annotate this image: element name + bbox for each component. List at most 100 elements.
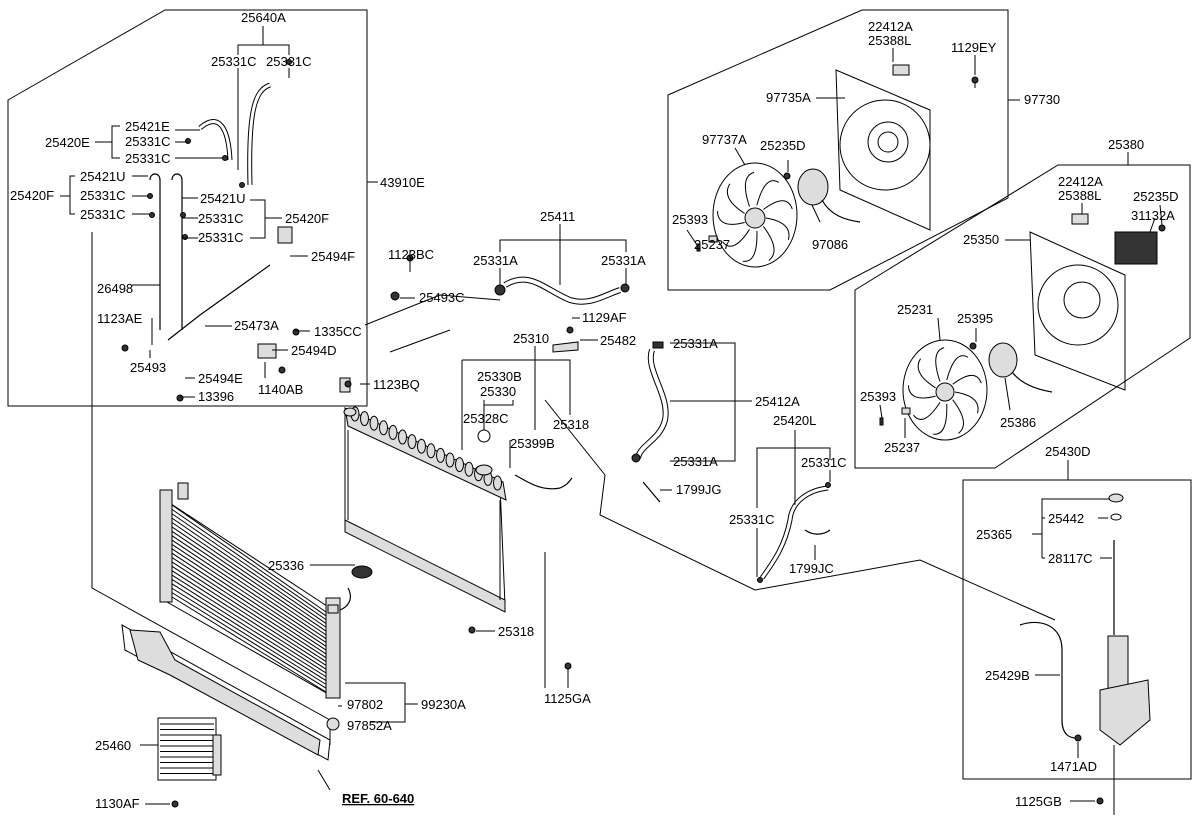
label-1123BQ: 1123BQ bbox=[373, 377, 420, 392]
label-25429B: 25429B bbox=[985, 668, 1030, 683]
part-labels: 25640A 25331C 25331C 25421E 25420E 25331… bbox=[10, 10, 1179, 811]
label-25331C: 25331C bbox=[801, 455, 847, 470]
label-25640A: 25640A bbox=[241, 10, 286, 25]
label-25460: 25460 bbox=[95, 738, 131, 753]
label-25393: 25393 bbox=[860, 389, 896, 404]
label-25386: 25386 bbox=[1000, 415, 1036, 430]
label-25420L: 25420L bbox=[773, 413, 816, 428]
label-25442: 25442 bbox=[1048, 511, 1084, 526]
label-25388L: 25388L bbox=[868, 33, 911, 48]
label-25331C: 25331C bbox=[198, 211, 244, 226]
label-22412A: 22412A bbox=[868, 19, 913, 34]
label-25494E: 25494E bbox=[198, 371, 243, 386]
label-43910E: 43910E bbox=[380, 175, 425, 190]
label-25421U: 25421U bbox=[200, 191, 246, 206]
label-97737A: 97737A bbox=[702, 132, 747, 147]
oil-cooler-fins bbox=[160, 723, 214, 774]
label-25473A: 25473A bbox=[234, 318, 279, 333]
label-25237: 25237 bbox=[694, 237, 730, 252]
label-25420F: 25420F bbox=[10, 188, 54, 203]
label-97730: 97730 bbox=[1024, 92, 1060, 107]
label-25430D: 25430D bbox=[1045, 444, 1091, 459]
label-97086: 97086 bbox=[812, 237, 848, 252]
coolant-reservoir bbox=[1099, 493, 1151, 746]
label-25331A: 25331A bbox=[473, 253, 518, 268]
fan-blades-upper bbox=[716, 171, 793, 262]
label-25331C: 25331C bbox=[125, 151, 171, 166]
label-25331C: 25331C bbox=[211, 54, 257, 69]
label-25399B: 25399B bbox=[510, 436, 555, 451]
fan-shroud-lower bbox=[902, 231, 1158, 441]
label-1129EY: 1129EY bbox=[951, 40, 997, 55]
label-1140AB: 1140AB bbox=[258, 382, 303, 397]
label-1125GB: 1125GB bbox=[1015, 794, 1062, 809]
label-97802: 97802 bbox=[347, 697, 383, 712]
label-25331C: 25331C bbox=[198, 230, 244, 245]
label-1130AF: 1130AF bbox=[95, 796, 140, 811]
label-25482: 25482 bbox=[600, 333, 636, 348]
label-25421U: 25421U bbox=[80, 169, 126, 184]
label-25331C: 25331C bbox=[729, 512, 775, 527]
label-28117C: 28117C bbox=[1048, 551, 1093, 566]
label-25331C: 25331C bbox=[80, 188, 126, 203]
label-25393: 25393 bbox=[672, 212, 708, 227]
oil-cooler bbox=[121, 624, 331, 808]
label-25420F: 25420F bbox=[285, 211, 329, 226]
label-1129AF: 1129AF bbox=[582, 310, 627, 325]
label-25395: 25395 bbox=[957, 311, 993, 326]
label-13396: 13396 bbox=[198, 389, 234, 404]
label-25411: 25411 bbox=[540, 209, 575, 224]
label-25494F: 25494F bbox=[311, 249, 355, 264]
label-25231: 25231 bbox=[897, 302, 933, 317]
label-25328C: 25328C bbox=[463, 411, 509, 426]
label-25310: 25310 bbox=[513, 331, 549, 346]
label-26498: 26498 bbox=[97, 281, 133, 296]
label-25494D: 25494D bbox=[291, 343, 337, 358]
radiator-tank-ridges bbox=[350, 406, 502, 491]
label-25331A: 25331A bbox=[601, 253, 646, 268]
label-25493C: 25493C bbox=[419, 290, 465, 305]
condenser-fins bbox=[171, 504, 327, 693]
label-25412A: 25412A bbox=[755, 394, 800, 409]
hoses bbox=[149, 82, 1115, 739]
label-25350: 25350 bbox=[963, 232, 999, 247]
label-25493: 25493 bbox=[130, 360, 166, 375]
label-25331A: 25331A bbox=[673, 454, 718, 469]
label-25235D: 25235D bbox=[760, 138, 806, 153]
radiator bbox=[339, 377, 507, 613]
label-25235D: 25235D bbox=[1133, 189, 1179, 204]
label-97735A: 97735A bbox=[766, 90, 811, 105]
label-99230A: 99230A bbox=[421, 697, 466, 712]
label-25331A: 25331A bbox=[673, 336, 718, 351]
label-25331C: 25331C bbox=[80, 207, 126, 222]
ref-label: REF. 60-640 bbox=[342, 791, 414, 806]
label-25420E: 25420E bbox=[45, 135, 90, 150]
label-1799JG: 1799JG bbox=[676, 482, 722, 497]
leader-lines bbox=[60, 26, 1163, 815]
condenser bbox=[159, 482, 351, 699]
panel-outlines bbox=[7, 9, 1192, 780]
label-25330: 25330 bbox=[480, 384, 516, 399]
label-1125GA: 1125GA bbox=[544, 691, 591, 706]
label-25331C: 25331C bbox=[125, 134, 171, 149]
label-25380: 25380 bbox=[1108, 137, 1144, 152]
label-25421E: 25421E bbox=[125, 119, 170, 134]
label-1123BC: 1123BC bbox=[388, 247, 434, 262]
label-1799JC: 1799JC bbox=[789, 561, 834, 576]
label-1123AE: 1123AE bbox=[97, 311, 143, 326]
label-1335CC: 1335CC bbox=[314, 324, 362, 339]
label-25318: 25318 bbox=[553, 417, 589, 432]
label-22412A: 22412A bbox=[1058, 174, 1103, 189]
label-25331C: 25331C bbox=[266, 54, 312, 69]
label-1471AD: 1471AD bbox=[1050, 759, 1097, 774]
fasteners bbox=[121, 59, 1166, 805]
fan-shroud-upper bbox=[712, 64, 1089, 268]
label-97852A: 97852A bbox=[347, 718, 392, 733]
label-25388L: 25388L bbox=[1058, 188, 1101, 203]
label-25336: 25336 bbox=[268, 558, 304, 573]
label-31132A: 31132A bbox=[1131, 208, 1175, 223]
fan-blades-lower bbox=[907, 347, 982, 435]
label-25330B: 25330B bbox=[477, 369, 522, 384]
